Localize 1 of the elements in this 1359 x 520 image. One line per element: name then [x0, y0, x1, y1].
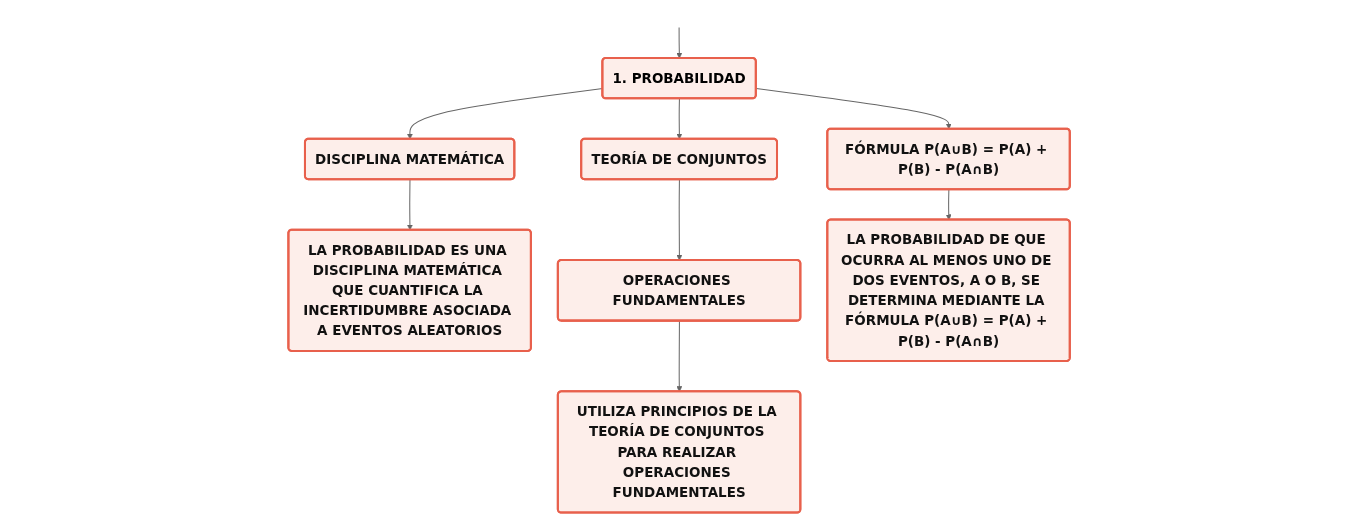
- arrow: [676, 320, 683, 392]
